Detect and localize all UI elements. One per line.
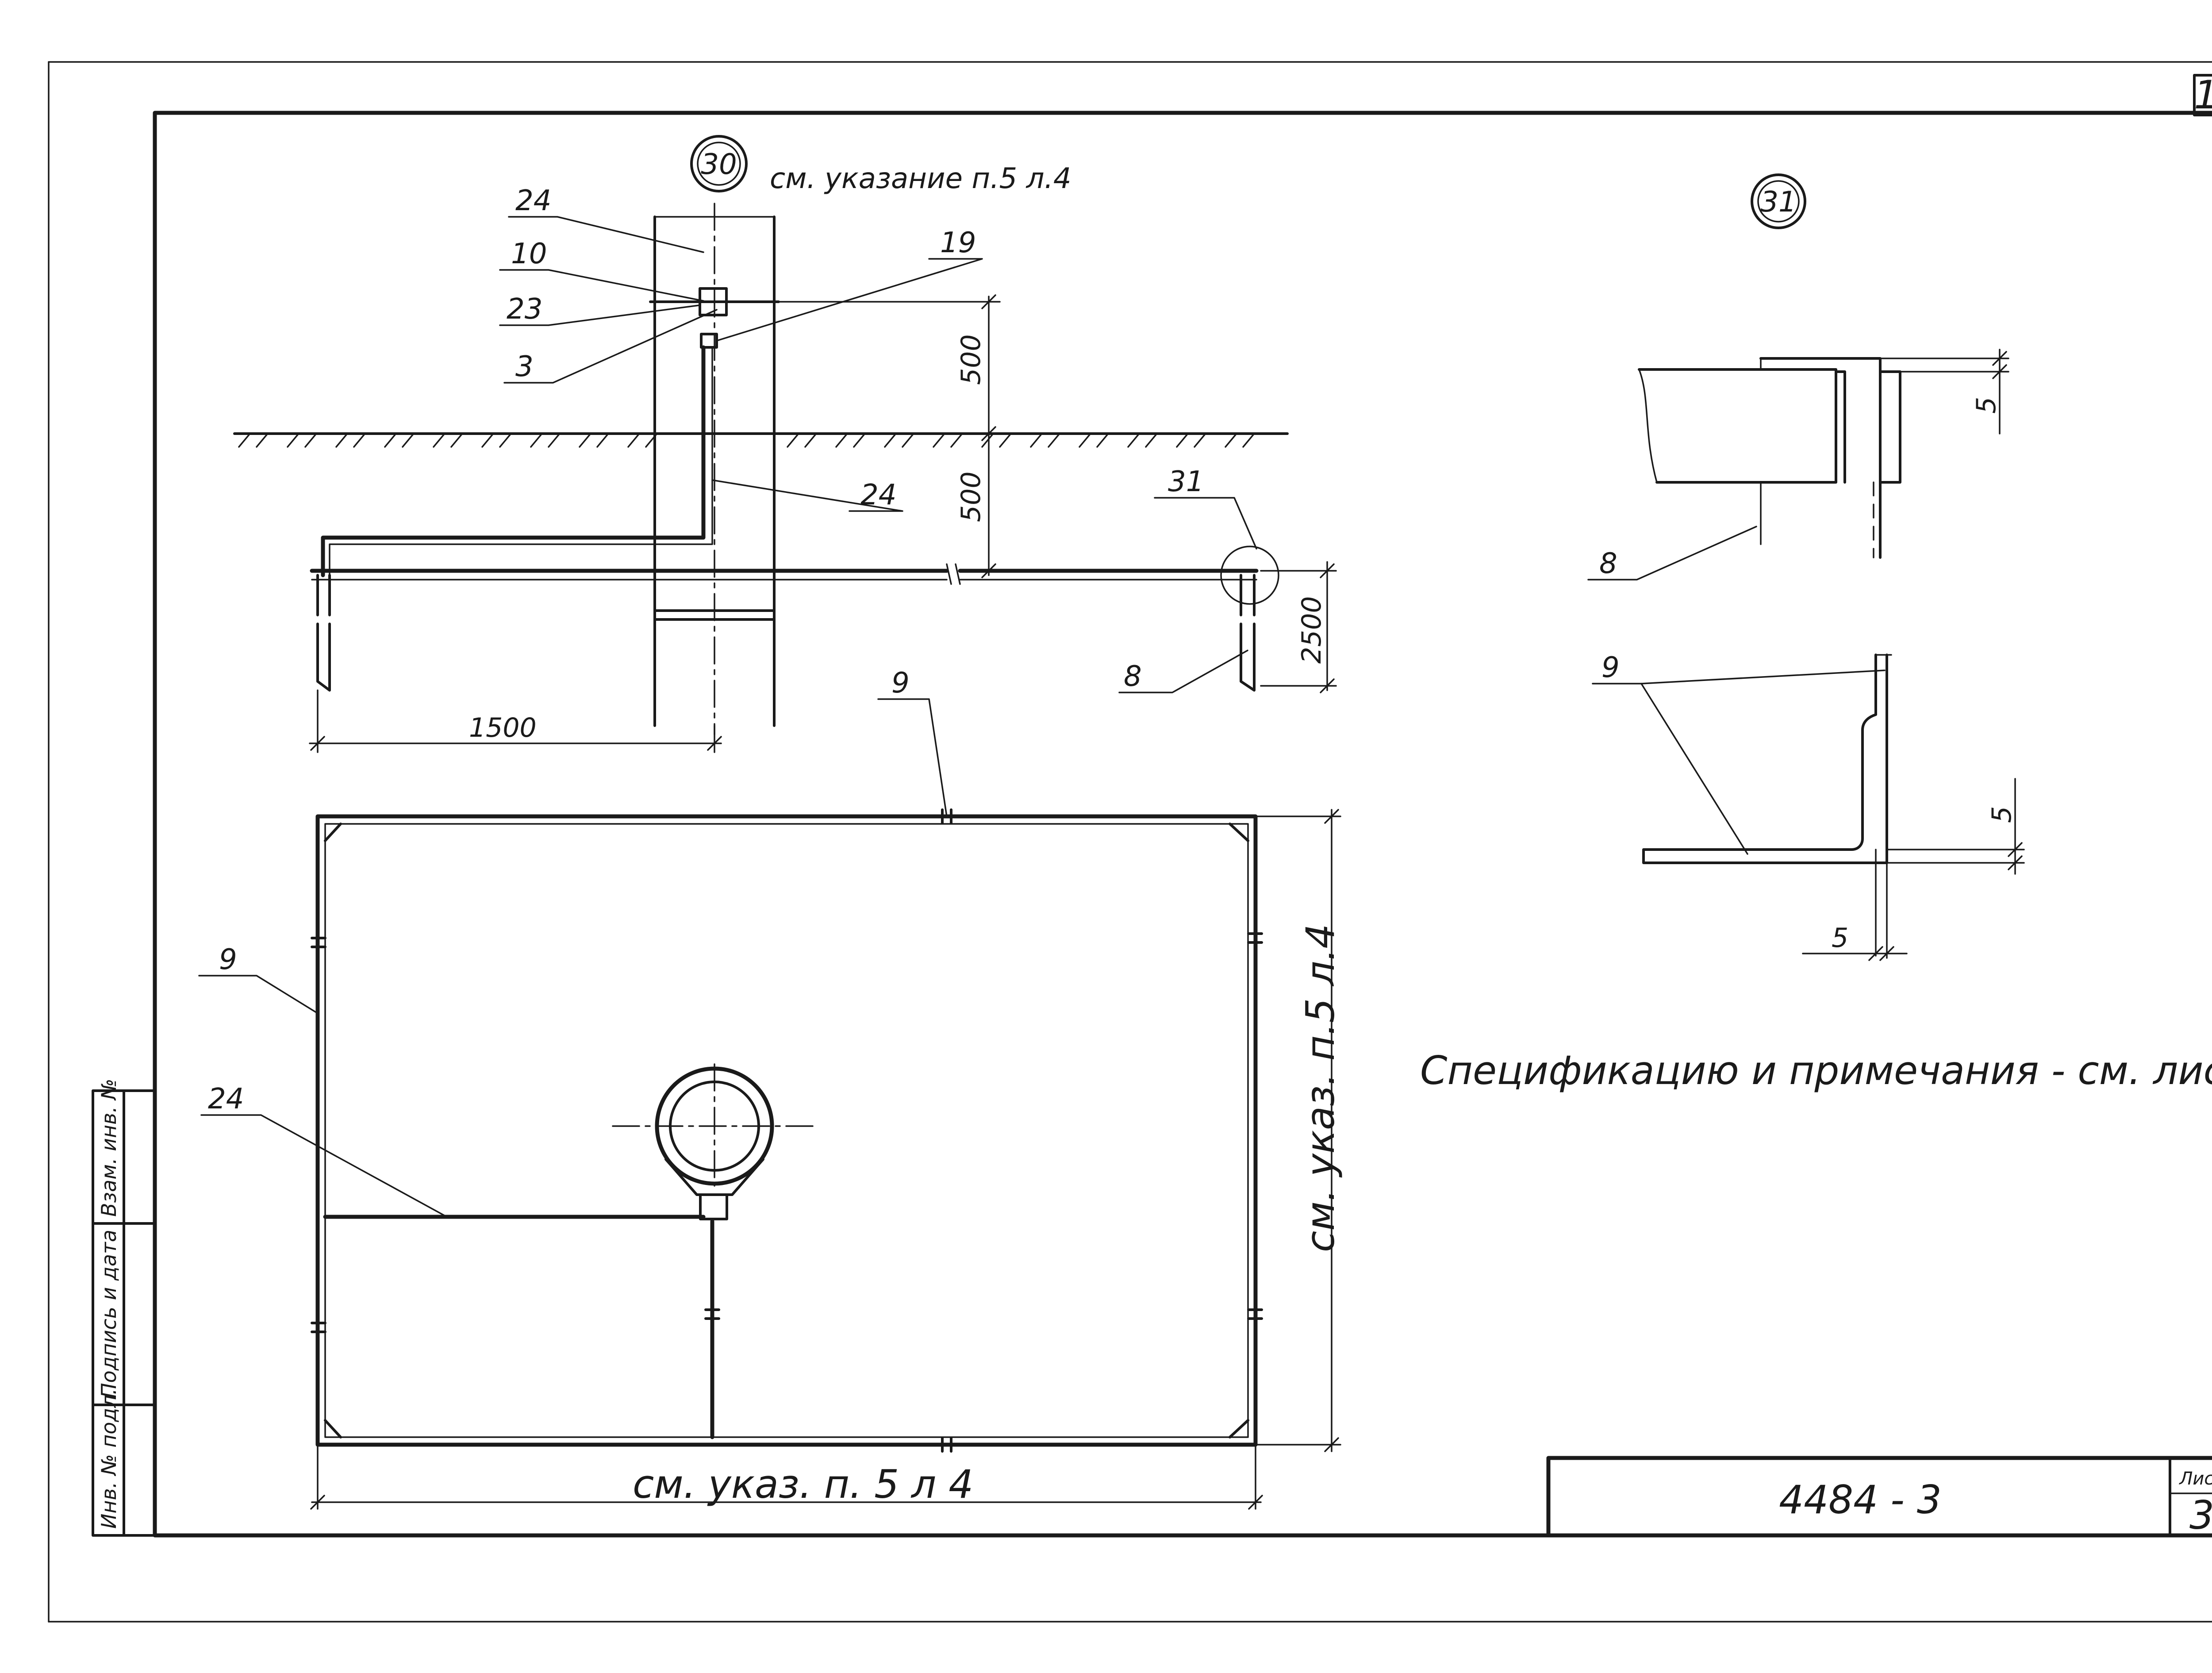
stamp-signature-date: Подпись и дата xyxy=(97,1230,121,1398)
angle-9 xyxy=(1642,654,1888,864)
stamp-replacement-inv: Взам. инв. № xyxy=(97,1079,121,1217)
detail-31-marker-text: 31 xyxy=(1760,186,1796,219)
detail-31-marker-circle xyxy=(1751,173,1806,229)
callout-3: 3 xyxy=(515,350,534,383)
detail-30-marker-text: 30 xyxy=(701,148,737,181)
detail-31-callout-8: 8 xyxy=(1599,547,1617,580)
sheet-label: Лист xyxy=(2178,1469,2212,1489)
specification-note: Спецификацию и примечания - см. лист4 xyxy=(1420,1048,2212,1093)
plan-view xyxy=(198,698,1341,1510)
stamp-inv-podl: Инв. № подл. xyxy=(97,1388,121,1529)
detail-30-leaders xyxy=(499,216,1257,693)
dim-2500: 2500 xyxy=(1296,596,1327,664)
ground-hatching xyxy=(238,433,1255,448)
dim-500-upper: 500 xyxy=(956,334,987,385)
detail-31 xyxy=(1587,173,2025,961)
detail-31-dim-lower-right: 5 xyxy=(1986,806,2017,823)
plan-callout-24: 24 xyxy=(208,1083,244,1115)
plan-callout-9-top: 9 xyxy=(891,667,910,700)
vertical-electrode-right xyxy=(1240,574,1256,692)
detail-30-reference: см. указание п.5 л.4 xyxy=(770,162,1071,195)
detail-31-dim-upper: 5 xyxy=(1971,397,2002,414)
callout-10: 10 xyxy=(511,238,547,270)
conductor-24-vertical xyxy=(321,345,706,577)
detail-30-marker-circle xyxy=(690,135,748,192)
plan-dim-bottom: см. указ. п. 5 л 4 xyxy=(633,1461,973,1507)
drawing-frame xyxy=(153,111,2212,1538)
contour-electrode-9 xyxy=(315,814,1258,1447)
callout-24-top: 24 xyxy=(515,185,551,217)
detail-31-callout-circle xyxy=(1220,546,1279,605)
electrode-upper xyxy=(1759,357,1901,559)
callout-31: 31 xyxy=(1168,465,1204,498)
dim-1500: 1500 xyxy=(469,712,537,743)
callout-8: 8 xyxy=(1124,660,1142,693)
page-number: 19 xyxy=(2194,72,2212,118)
callout-23: 23 xyxy=(507,293,542,326)
document-code: 4484 - 3 xyxy=(1779,1477,1942,1523)
stamp-column: Инв. № подл. Подпись и дата Взам. инв. № xyxy=(92,1079,156,1537)
detail-31-dim-lower-bottom: 5 xyxy=(1832,923,1848,954)
detail-30-elevation xyxy=(233,135,1337,753)
title-block xyxy=(1546,1456,2212,1538)
vertical-electrode-left xyxy=(316,574,331,692)
sheet-number: 3 xyxy=(2189,1492,2212,1538)
plan-callout-9-left: 9 xyxy=(219,943,237,976)
callout-24-mid: 24 xyxy=(860,479,896,512)
detail-31-callout-9: 9 xyxy=(1601,651,1620,684)
dim-500-lower: 500 xyxy=(956,471,987,522)
flat-bar-8 xyxy=(1638,368,1837,484)
callout-19: 19 xyxy=(940,227,976,259)
page-number-box xyxy=(2193,74,2212,116)
plan-dim-right: см. указ. п.5 л.4 xyxy=(1298,924,1343,1252)
